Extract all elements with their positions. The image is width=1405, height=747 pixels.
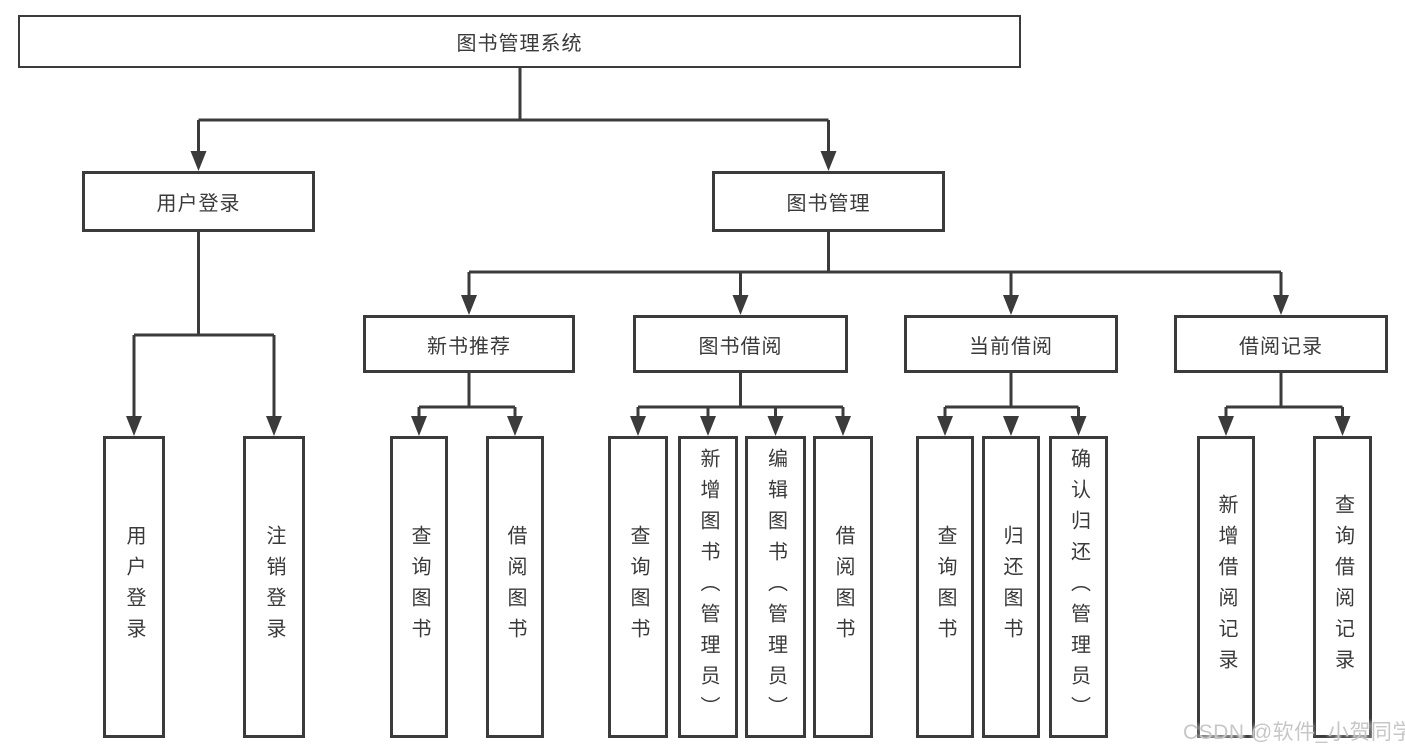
node-leaf-query-borrow-record: 查询借阅记录	[1313, 436, 1372, 738]
arrow-to-login	[126, 416, 142, 436]
node-leaf-cb-confirm-return-admin-label: 确认归还（管理员）	[1067, 447, 1090, 727]
node-root-system: 图书管理系统	[18, 15, 1021, 68]
node-leaf-add-borrow-record: 新增借阅记录	[1197, 436, 1255, 738]
node-leaf-cb-return-books-label: 归还图书	[1000, 525, 1022, 649]
node-book-management-branch: 图书管理	[712, 171, 945, 232]
arrow-to-cb-query	[937, 416, 953, 436]
node-leaf-nb-query-books-label: 查询图书	[408, 525, 430, 649]
arrow-to-rec-query	[1334, 416, 1351, 436]
arrow-to-rec-add	[1218, 416, 1234, 436]
node-leaf-user-login-label: 用户登录	[123, 525, 145, 649]
connector-borrowing	[636, 373, 845, 417]
node-book-borrowing: 图书借阅	[633, 315, 848, 373]
node-current-borrowing: 当前借阅	[904, 315, 1118, 373]
node-new-book-recommend: 新书推荐	[363, 315, 575, 373]
arrow-to-bb-edit	[767, 416, 784, 436]
node-user-login-branch: 用户登录	[82, 171, 315, 232]
node-leaf-nb-borrow-books: 借阅图书	[486, 436, 544, 738]
node-book-borrowing-label: 图书借阅	[698, 335, 783, 358]
arrow-to-cb-confirm	[1070, 416, 1087, 436]
node-leaf-bb-query-books-label: 查询图书	[627, 525, 649, 649]
arrow-to-records	[1273, 295, 1289, 315]
arrow-to-new-books	[461, 295, 477, 315]
csdn-watermark: CSDN @软件_小贺同学	[1183, 721, 1405, 744]
node-leaf-bb-borrow-books-label: 借阅图书	[832, 525, 854, 649]
node-leaf-bb-query-books: 查询图书	[608, 436, 668, 738]
connector-new-books	[417, 373, 517, 417]
arrow-to-nb-borrow	[507, 416, 523, 436]
node-leaf-nb-query-books: 查询图书	[390, 436, 448, 738]
arrow-to-nb-query	[411, 416, 427, 436]
connector-current	[943, 373, 1080, 417]
arrow-to-cb-return	[1003, 416, 1019, 436]
node-borrow-records: 借阅记录	[1174, 315, 1388, 373]
node-leaf-bb-add-books-admin-label: 新增图书（管理员）	[697, 447, 719, 727]
node-leaf-bb-edit-books-admin: 编辑图书（管理员）	[745, 436, 806, 738]
node-leaf-bb-borrow-books: 借阅图书	[813, 436, 873, 738]
node-leaf-bb-edit-books-admin-label: 编辑图书（管理员）	[764, 447, 787, 727]
node-leaf-cb-confirm-return-admin: 确认归还（管理员）	[1049, 436, 1108, 738]
arrow-to-current	[1003, 295, 1019, 315]
arrow-to-bb-borrow	[835, 416, 851, 436]
arrow-to-bb-query	[630, 416, 646, 436]
node-user-login-label: 用户登录	[156, 193, 241, 215]
node-leaf-query-borrow-record-label: 查询借阅记录	[1331, 494, 1354, 680]
node-new-book-recommend-label: 新书推荐	[427, 335, 511, 358]
connector-book-mgmt	[467, 232, 1283, 296]
arrow-to-borrowing	[732, 295, 749, 315]
node-leaf-logout: 注销登录	[243, 436, 305, 738]
node-current-borrowing-label: 当前借阅	[969, 335, 1053, 358]
arrow-to-book-mgmt	[820, 151, 837, 171]
node-root-label: 图书管理系统	[456, 33, 583, 55]
node-borrow-records-label: 借阅记录	[1239, 335, 1323, 358]
arrow-to-logout	[266, 416, 282, 436]
node-leaf-cb-query-books: 查询图书	[916, 436, 974, 738]
node-leaf-add-borrow-record-label: 新增借阅记录	[1215, 494, 1237, 680]
node-leaf-logout-label: 注销登录	[263, 525, 285, 649]
connector-records	[1224, 373, 1344, 417]
node-leaf-user-login: 用户登录	[103, 436, 165, 738]
connector-root	[197, 68, 830, 152]
arrow-to-bb-add	[700, 416, 716, 436]
node-leaf-cb-query-books-label: 查询图书	[934, 525, 956, 649]
node-leaf-cb-return-books: 归还图书	[982, 436, 1040, 738]
node-leaf-nb-borrow-books-label: 借阅图书	[504, 525, 526, 649]
connector-user-login	[132, 232, 276, 417]
node-leaf-bb-add-books-admin: 新增图书（管理员）	[678, 436, 738, 738]
arrow-to-user-login	[190, 151, 207, 171]
node-book-management-label: 图书管理	[786, 193, 871, 215]
